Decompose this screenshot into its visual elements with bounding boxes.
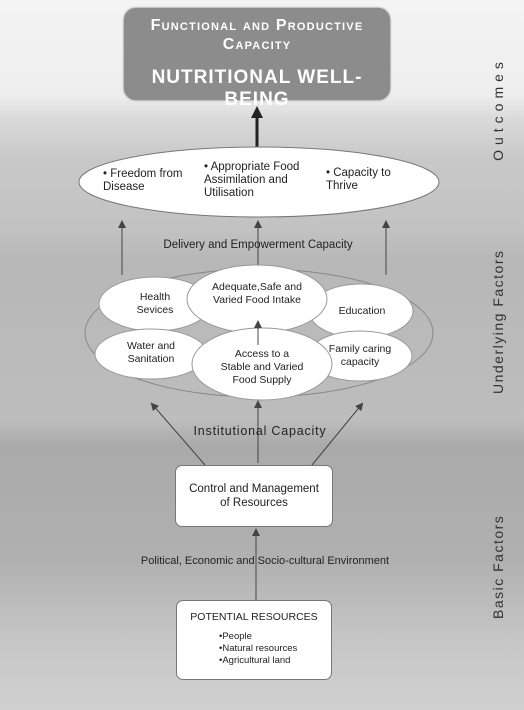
food-supply-ellipse <box>191 327 333 401</box>
health-services-label: Health Sevices <box>136 291 174 316</box>
control-management-box: Control and Management of Resources <box>175 465 333 527</box>
resource-people-label: People <box>222 631 252 642</box>
title-line2: Capacity <box>222 36 292 53</box>
resource-land-label: Agricultural land <box>222 655 291 666</box>
control-management-label: Control and Management of Resources <box>189 483 319 509</box>
institutional-label: Institutional Capacity <box>193 424 327 438</box>
resource-item-natural: •Natural resources <box>219 643 298 654</box>
outcomes-ellipse <box>78 146 440 218</box>
family-caring-label: Family caring capacity <box>328 343 392 368</box>
bullet: • <box>326 167 331 179</box>
outcome-thrive: • Capacity to Thrive <box>326 167 406 193</box>
outcome-assimilation: • Appropriate Food Assimilation and Util… <box>204 161 324 200</box>
food-intake-label: Adequate,Safe and Varied Food Intake <box>212 281 302 306</box>
delivery-label: Delivery and Empowerment Capacity <box>163 239 353 251</box>
water-sanitation-label: Water and Sanitation <box>126 340 176 365</box>
arrow-control-left <box>150 402 206 466</box>
outcome-thrive-label: Capacity to Thrive <box>326 167 391 192</box>
title-line1: Functional and Productive <box>150 17 364 34</box>
resource-item-land: •Agricultural land <box>219 655 291 666</box>
resources-title: POTENTIAL RESOURCES <box>190 611 318 623</box>
outcome-assimilation-label: Appropriate Food Assimilation and Utilis… <box>204 161 300 199</box>
side-label-underlying: Underlying Factors <box>490 249 506 395</box>
food-supply-label: Access to a Stable and Varied Food Suppl… <box>220 348 304 386</box>
side-label-outcomes: Outcomes <box>490 57 506 161</box>
bullet: • <box>103 168 108 180</box>
resource-natural-label: Natural resources <box>222 643 298 654</box>
outcome-freedom-label: Freedom from Disease <box>103 168 183 193</box>
title-line3: NUTRITIONAL WELL-BEING <box>151 67 363 110</box>
bullet: • <box>204 161 209 173</box>
arrow-control-right <box>311 402 364 466</box>
outcome-freedom: • Freedom from Disease <box>103 168 203 194</box>
side-label-basic: Basic Factors <box>490 514 506 619</box>
resource-item-people: •People <box>219 631 252 642</box>
environment-label: Political, Economic and Socio-cultural E… <box>140 555 390 567</box>
education-label: Education <box>338 305 386 317</box>
wellbeing-title-box: Functional and Productive Capacity NUTRI… <box>124 8 390 110</box>
potential-resources-box: POTENTIAL RESOURCES •People •Natural res… <box>176 600 332 680</box>
